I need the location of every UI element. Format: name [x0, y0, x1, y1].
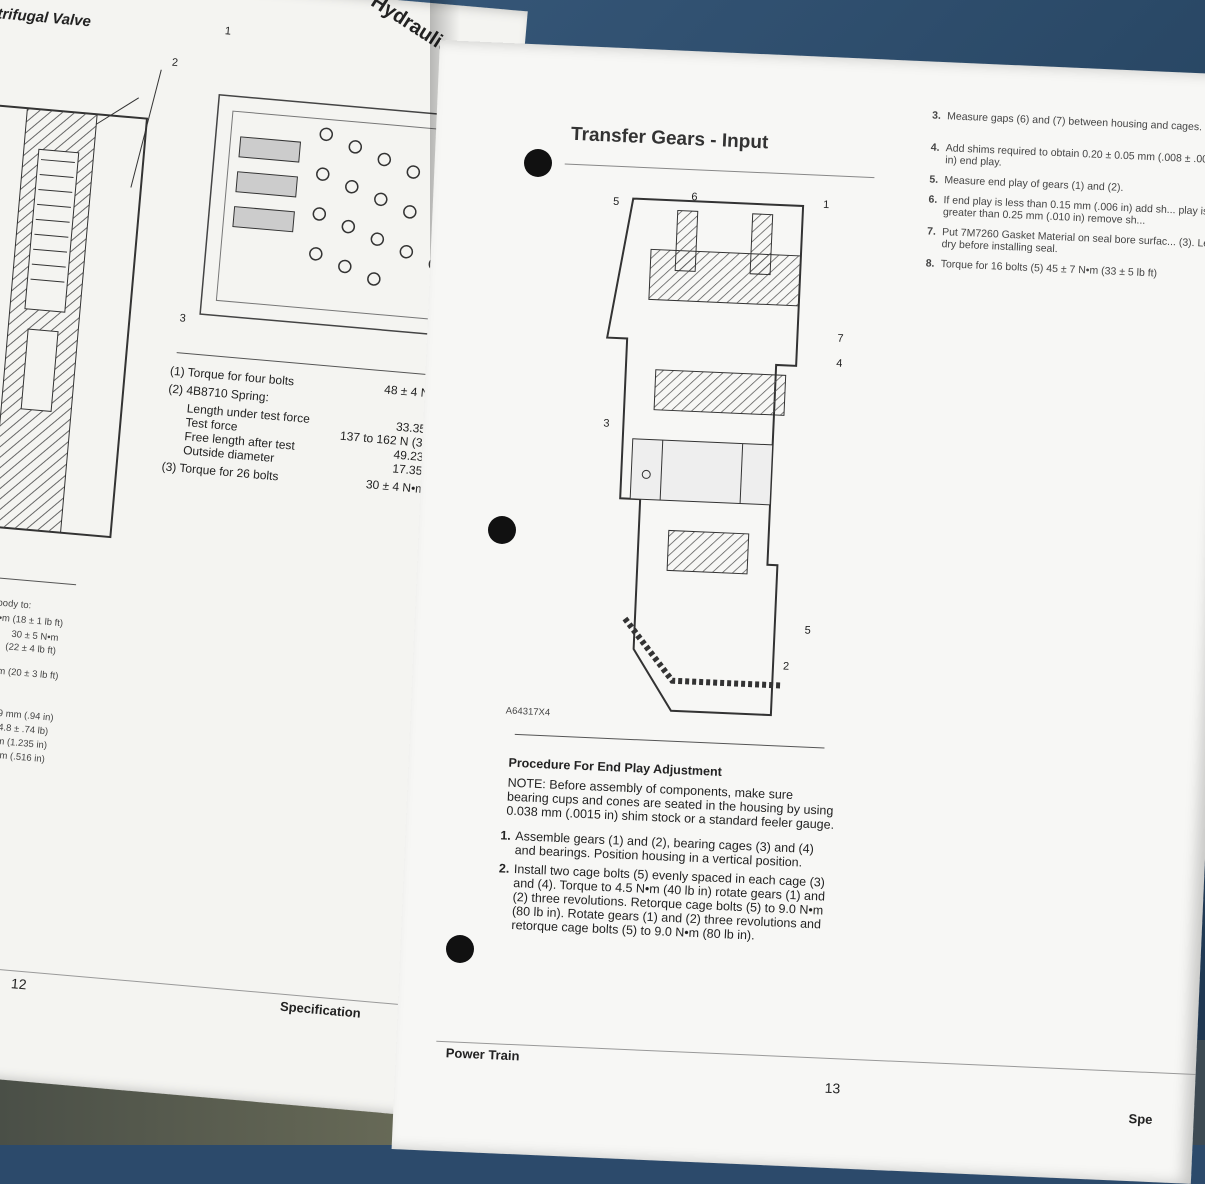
page-number-left: 12 — [10, 975, 28, 993]
fragment-text: 23.9 mm (.94 in) — [0, 706, 54, 724]
side-step-6-num: 6. — [928, 193, 938, 206]
punch-hole-middle — [488, 516, 516, 544]
fragment-text: fasten valve body to: — [0, 593, 32, 612]
side-step-4-text: Add shims required to obtain 0.20 ± 0.05… — [944, 142, 1205, 169]
transfer-gears-diagram — [605, 197, 805, 717]
fragment-text: 25 ± 1 N•m (18 ± 1 lb ft) — [0, 610, 64, 630]
side-step-5-num: 5. — [929, 173, 939, 186]
side-step-7-text: Put 7M7260 Gasket Material on seal bore … — [941, 226, 1205, 256]
footer-rule-left — [0, 961, 421, 1007]
page-number-right: 13 — [824, 1079, 841, 1097]
punch-hole-top — [524, 149, 552, 177]
callout-7: 7 — [837, 332, 844, 345]
side-step-8-text: Torque for 16 bolts (5) 45 ± 7 N•m (33 ±… — [940, 258, 1158, 280]
procedure-rule — [514, 733, 825, 749]
side-step-3-text: Measure gaps (6) and (7) between housing… — [946, 110, 1203, 134]
callout-3: 3 — [603, 417, 610, 430]
fragment-text: 27 ± 4 N•m (20 ± 3 lb ft) — [0, 662, 59, 683]
side-step-3-num: 3. — [931, 109, 942, 122]
step-1-num: 1. — [500, 828, 512, 843]
fragment-text: (22 ± 4 lb ft) — [4, 641, 57, 657]
callout-3-left: 3 — [179, 312, 187, 325]
footer-right: Power Train — [445, 1045, 520, 1064]
callout-5-top: 5 — [612, 195, 620, 208]
punch-hole-bottom — [446, 935, 474, 963]
section-title: Transfer Gears - Input — [570, 123, 769, 154]
footer-rule-right — [436, 1040, 1196, 1075]
centrifugal-valve-diagram — [0, 69, 162, 539]
side-step-8-num: 8. — [925, 257, 935, 270]
side-step-5-text: Measure end play of gears (1) and (2). — [944, 174, 1124, 194]
callout-5-bottom: 5 — [804, 624, 811, 637]
note-text: NOTE: Before assembly of components, mak… — [506, 775, 835, 832]
divider-left — [0, 572, 77, 586]
callout-1-left: 1 — [224, 25, 232, 38]
side-step-6-text: If end play is less than 0.15 mm (.006 i… — [942, 194, 1205, 227]
callout-4: 4 — [836, 357, 843, 370]
procedure-heading: Procedure For End Play Adjustment — [508, 755, 723, 779]
step-2-num: 2. — [498, 861, 510, 876]
figure-id: A64317X4 — [505, 705, 551, 719]
step-2-text: Install two cage bolts (5) evenly spaced… — [511, 862, 826, 943]
right-page: Transfer Gears - Input 5 6 1 7 4 3 5 2 A… — [391, 40, 1205, 1184]
footer-right-edge: Spe — [1128, 1111, 1153, 1128]
callout-1: 1 — [822, 198, 830, 212]
side-step-7-num: 7. — [926, 225, 937, 238]
title-rule — [564, 163, 875, 179]
callout-2: 2 — [782, 660, 790, 673]
callout-6: 6 — [691, 191, 698, 204]
footer-left: Specification — [279, 998, 362, 1021]
side-step-4-num: 4. — [930, 141, 940, 154]
section-title-valve: trifugal Valve — [0, 5, 92, 31]
callout-2-left: 2 — [171, 56, 179, 70]
